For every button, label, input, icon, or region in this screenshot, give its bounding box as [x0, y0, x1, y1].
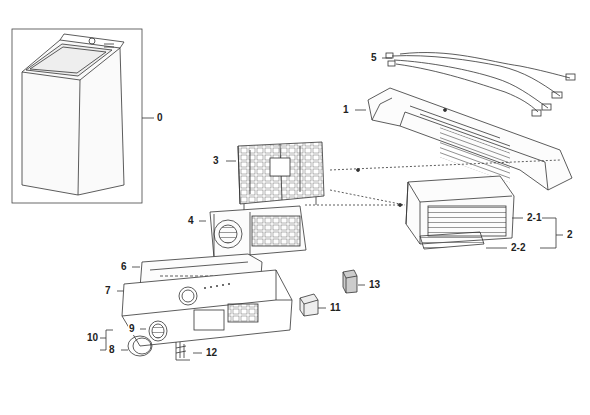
callout-number: 3	[212, 155, 220, 167]
callout-number: 2	[566, 229, 574, 241]
callout-number: 0	[156, 112, 164, 124]
callout-number: 7	[104, 285, 112, 297]
callout-number: 9	[128, 323, 136, 335]
callout-number: 1	[342, 104, 350, 116]
callout-number: 5	[370, 52, 378, 64]
callout-number: 13	[368, 279, 381, 291]
callout-number: 2-1	[526, 212, 542, 224]
callout-number: 4	[187, 215, 195, 227]
callout-number: 2-2	[510, 242, 526, 254]
callout-number: 12	[205, 347, 218, 359]
callout-number: 10	[86, 332, 99, 344]
callout-number: 6	[120, 261, 128, 273]
callout-number: 11	[329, 302, 342, 314]
callout-number: 8	[108, 344, 116, 356]
